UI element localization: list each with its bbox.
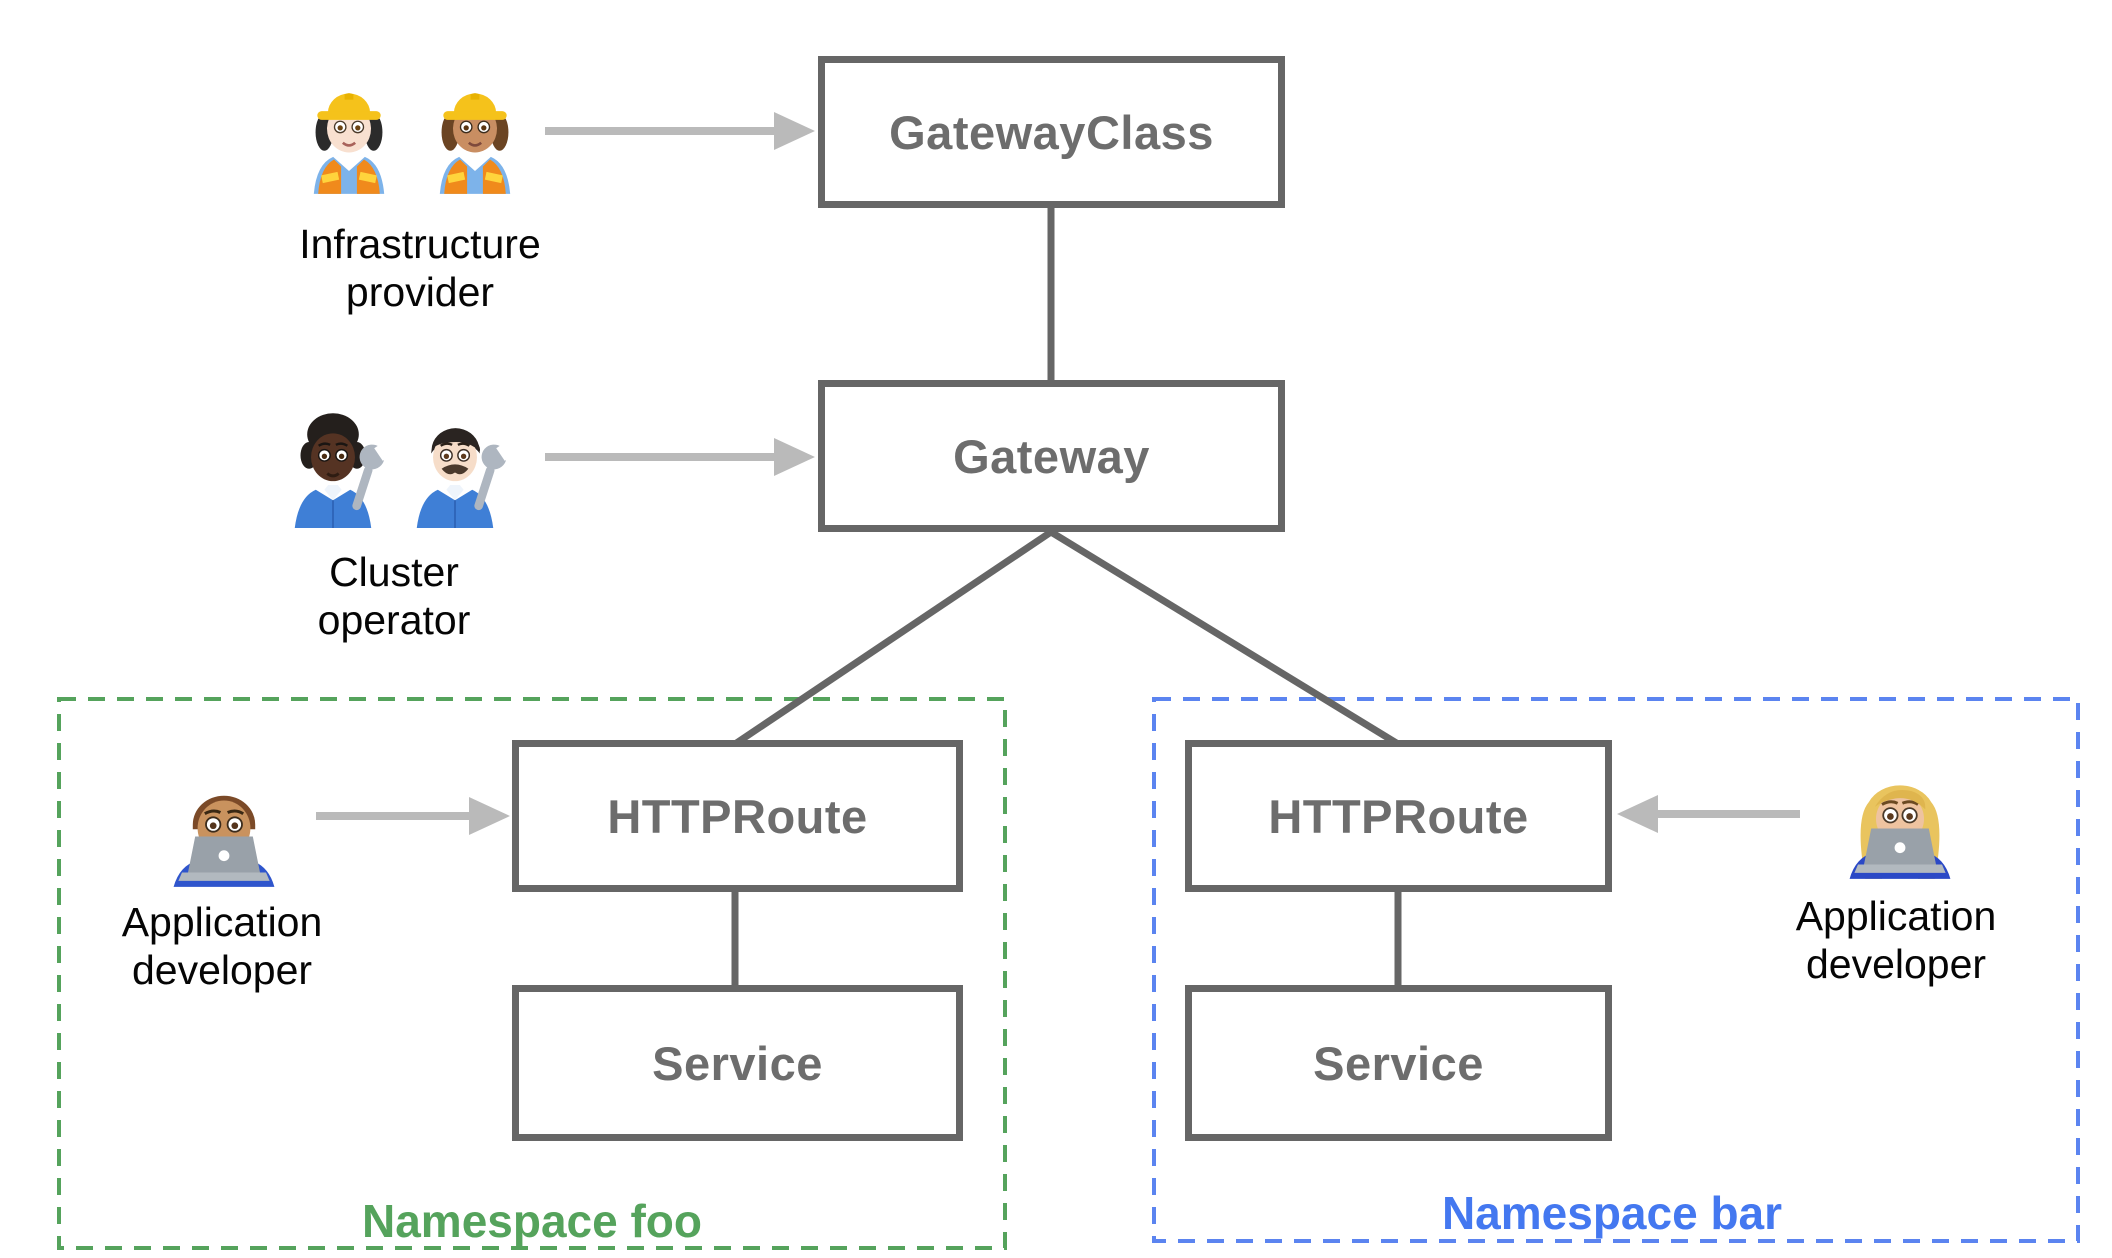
app-developer-bar-label-line1: Application [1795,893,1997,939]
httproute-bar-label: HTTPRoute [1268,789,1529,843]
service-foo-node: Service [512,985,963,1141]
service-bar-node: Service [1185,985,1612,1141]
app-developer-bar-arrow [1617,795,1800,833]
httproute-foo-node: HTTPRoute [512,740,963,892]
cluster-operator-arrow [545,438,815,476]
gateway-httproute-foo-connector [733,529,1053,747]
construction-worker-medium-icon [431,70,519,198]
man-technologist-icon [164,762,284,887]
app-developer-foo-label: Application developer [122,898,323,994]
woman-technologist-icon [1840,754,1960,879]
infrastructure-provider-emoji [305,70,519,198]
app-developer-foo-label-line1: Application [121,899,323,945]
cluster-operator-emoji [285,398,516,528]
app-developer-bar-emoji [1840,754,1960,879]
app-developer-bar-label-line2: developer [1805,941,1987,987]
service-foo-label: Service [652,1036,823,1090]
service-bar-label: Service [1313,1036,1484,1090]
namespace-foo-boundary [57,697,1007,1250]
app-developer-bar-label: Application developer [1796,892,1997,988]
cluster-operator-label-line1: Cluster [329,549,459,595]
construction-worker-light-icon [305,70,393,198]
app-developer-foo-label-line2: developer [131,947,313,993]
namespace-foo-label: Namespace foo [361,1195,703,1247]
infrastructure-provider-label: Infrastructure provider [299,220,541,316]
gateway-label: Gateway [953,429,1150,483]
gateway-node: Gateway [818,380,1285,532]
app-developer-foo-emoji [164,762,284,887]
app-developer-foo-arrow [316,797,510,835]
cluster-operator-label-line2: operator [317,597,471,643]
namespace-bar-boundary [1152,697,2080,1243]
mechanic-light-icon [407,398,516,528]
actor-arrows [316,112,1800,835]
cluster-operator-label: Cluster operator [318,548,471,644]
infrastructure-provider-label-line1: Infrastructure [299,221,541,267]
gatewayclass-node: GatewayClass [818,56,1285,208]
namespace-bar-label: Namespace bar [1441,1187,1783,1239]
infrastructure-provider-label-line2: provider [345,269,495,315]
httproute-foo-label: HTTPRoute [607,789,868,843]
httproute-bar-node: HTTPRoute [1185,740,1612,892]
gatewayclass-label: GatewayClass [889,105,1214,159]
gateway-httproute-bar-connector [1049,529,1400,747]
infrastructure-provider-arrow [545,112,815,150]
mechanic-dark-icon [285,398,394,528]
